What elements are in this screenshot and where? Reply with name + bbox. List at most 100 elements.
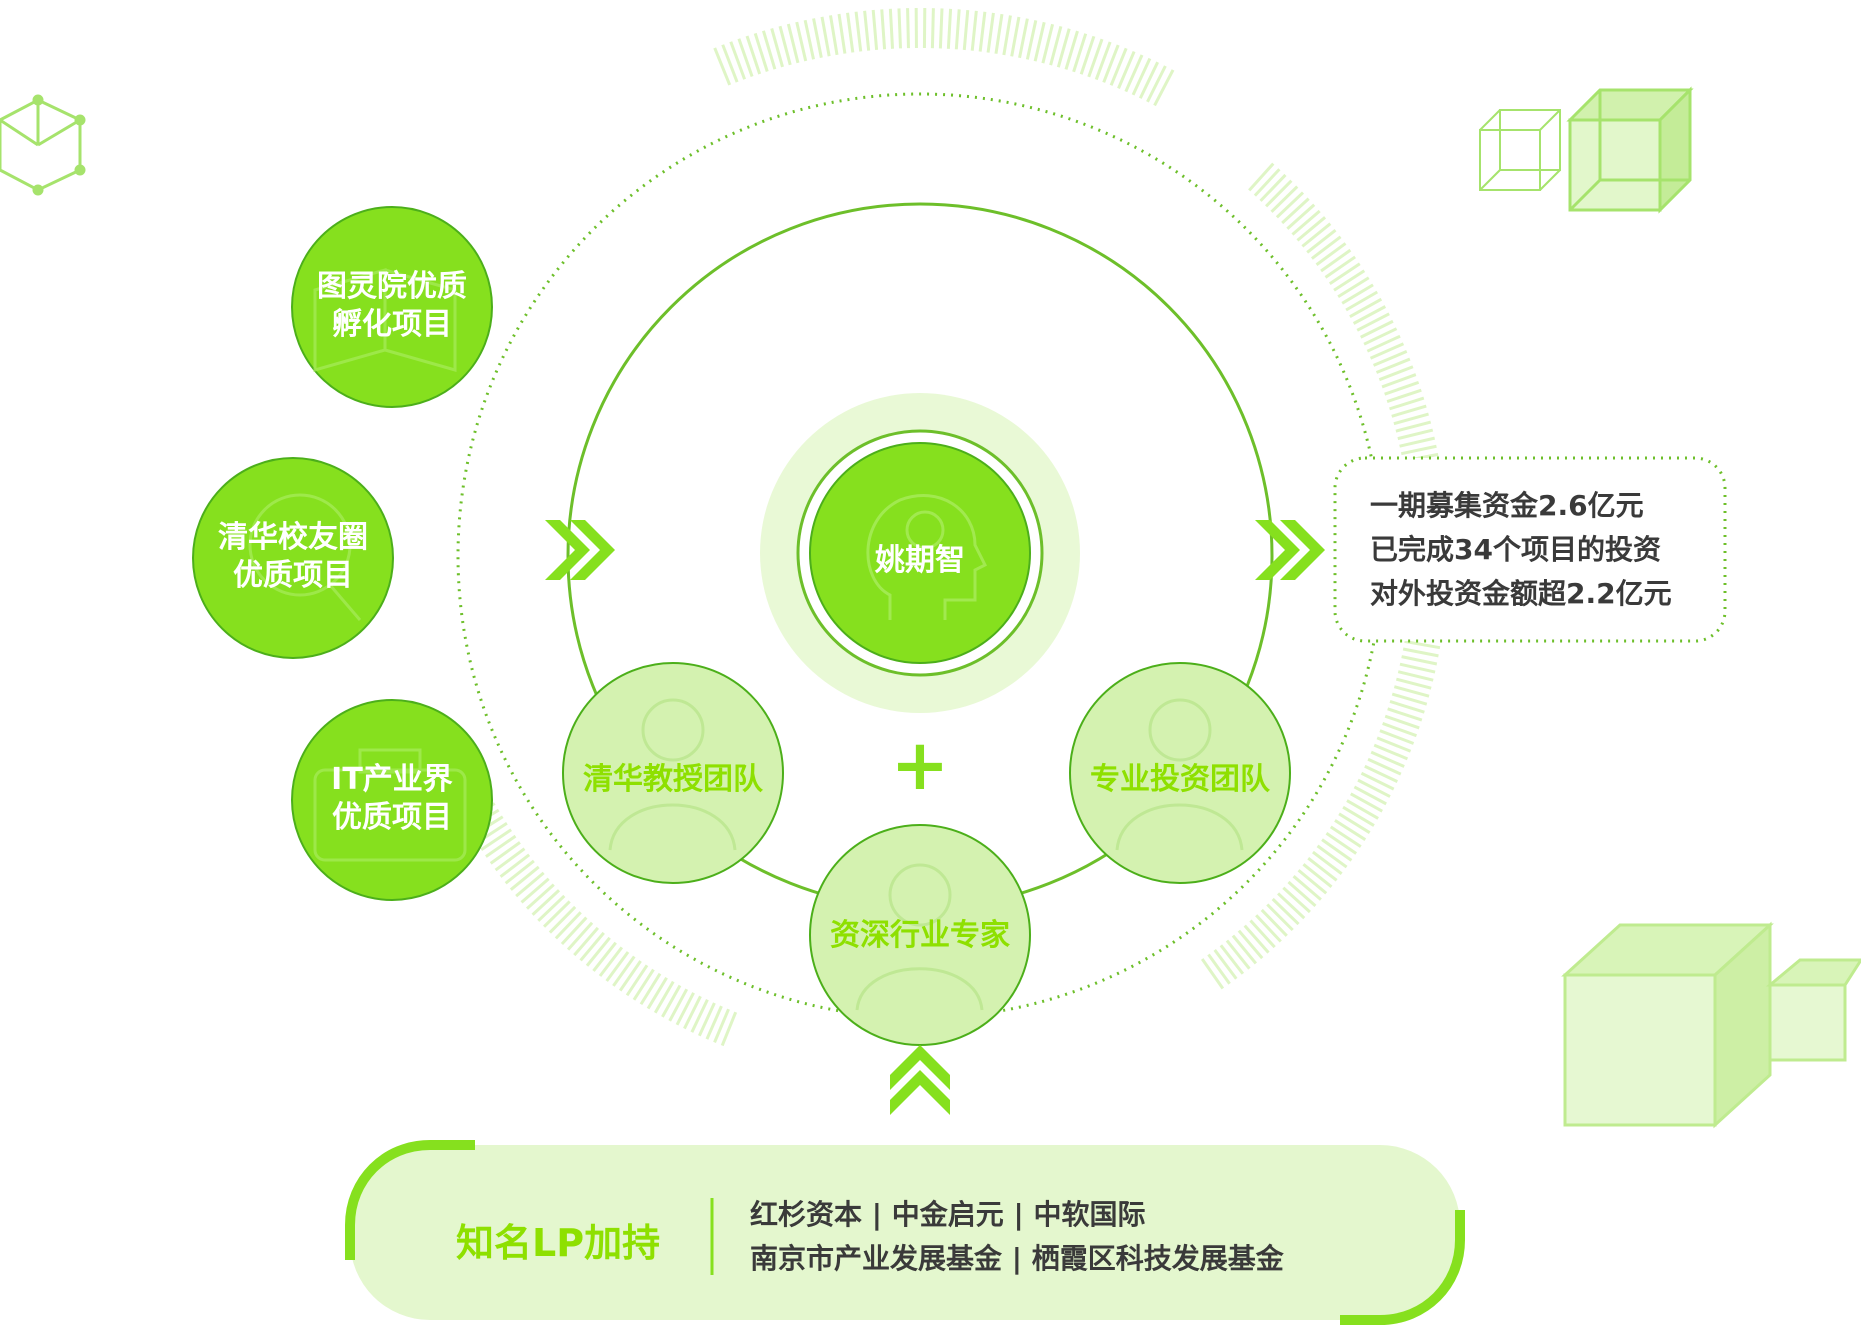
tick-mark [1401, 655, 1438, 666]
tick-mark [1025, 20, 1038, 60]
tick-mark [661, 984, 682, 1018]
project-node-tsinghua [192, 457, 394, 659]
tick-mark [812, 18, 823, 58]
tick-mark [1329, 825, 1362, 848]
tick-mark [605, 951, 630, 982]
project-label-line: 图灵院优质 [317, 269, 467, 304]
tick-mark [1402, 647, 1439, 658]
tick-mark [713, 1008, 730, 1043]
tick-mark [1124, 54, 1144, 93]
tick-mark [485, 834, 517, 858]
tick-mark [1146, 65, 1167, 103]
tick-mark [1357, 778, 1391, 798]
tick-mark [737, 38, 754, 78]
tick-mark [1376, 736, 1412, 753]
lp-line: 红杉资本 | 中金启元 | 中软国际 [750, 1198, 1146, 1231]
tick-mark [705, 1005, 723, 1040]
tick-mark [1350, 792, 1383, 813]
tick-mark [906, 8, 910, 49]
tick-mark [1306, 229, 1337, 254]
tick-mark [489, 841, 521, 865]
tick-mark [1315, 242, 1347, 266]
lp-line: 南京市产业发展基金 | 栖霞区科技发展基金 [750, 1242, 1284, 1275]
tick-mark [720, 1011, 738, 1047]
tick-mark [1338, 812, 1371, 834]
project-label-line: 孵化项目 [332, 307, 452, 342]
tick-mark [625, 964, 649, 997]
tick-mark [1102, 44, 1120, 83]
tick-mark [846, 12, 855, 53]
cube-icon-bottom-right-large [1561, 921, 1774, 1129]
tick-mark [1117, 50, 1136, 89]
tick-mark [1356, 312, 1390, 332]
tick-mark [554, 911, 582, 940]
tick-mark [829, 15, 839, 56]
tick-mark [863, 10, 871, 51]
tick-mark [1297, 869, 1328, 895]
cube-icon-bottom-right-small [1765, 958, 1861, 1062]
tick-mark [970, 10, 978, 51]
tick-mark [585, 936, 611, 967]
tick-mark [1266, 903, 1294, 932]
tick-mark [1391, 692, 1428, 706]
tick-mark [1384, 380, 1420, 396]
tick-mark [1292, 875, 1322, 901]
tick-mark [573, 926, 600, 957]
tick-mark [1296, 216, 1327, 242]
tick-mark [986, 12, 995, 53]
tick-mark [1342, 805, 1375, 827]
tick-mark [1389, 700, 1425, 714]
tick-mark [675, 992, 695, 1026]
tick-mark [1265, 179, 1293, 208]
tick-mark [1400, 444, 1437, 456]
tick-mark [962, 9, 970, 51]
tick-mark [1213, 949, 1238, 980]
tick-mark [1281, 197, 1310, 225]
tick-mark [1397, 428, 1434, 441]
tick-mark [1049, 26, 1063, 66]
tick-mark [946, 8, 953, 49]
tick-mark [1372, 350, 1408, 367]
tick-mark [504, 859, 535, 885]
project-label-it: IT产业界 优质项目 [292, 761, 492, 837]
tick-mark [1387, 707, 1423, 722]
tick-mark [1321, 838, 1353, 862]
tick-mark [1397, 670, 1434, 682]
project-label-line: 清华校友圈 [218, 520, 368, 555]
tick-mark [537, 894, 566, 922]
person-icon-left [608, 698, 737, 851]
tick-mark [1219, 944, 1245, 975]
tick-mark [1378, 365, 1414, 382]
plus-sign: + [890, 724, 950, 806]
project-label-line: IT产业界 [331, 762, 453, 797]
tick-mark [1287, 880, 1317, 907]
project-label-line: 优质项目 [233, 558, 353, 593]
tick-mark [1109, 47, 1128, 86]
cube-icon-top-left [0, 94, 86, 196]
tick-mark [1249, 919, 1276, 949]
chevron-right-icon-left [545, 520, 615, 580]
team-label-industry-experts: 资深行业专家 [830, 918, 1010, 953]
tick-mark [1353, 785, 1387, 806]
tick-mark [566, 921, 594, 951]
magnifier-icon [248, 493, 362, 621]
tick-mark [1271, 897, 1300, 926]
tick-mark [1270, 185, 1299, 213]
project-label-line: 优质项目 [332, 800, 452, 835]
lp-list: 红杉资本 | 中金启元 | 中软国际 南京市产业发展基金 | 栖霞区科技发展基金 [750, 1193, 1284, 1281]
tick-mark [592, 941, 617, 972]
tick-mark [837, 13, 847, 54]
tick-mark [1255, 914, 1282, 943]
tick-mark [1072, 33, 1088, 73]
person-icon-bottom [855, 863, 984, 1011]
tick-mark [1320, 248, 1352, 273]
tick-mark [668, 988, 689, 1022]
tick-mark [978, 11, 987, 52]
tick-mark [1087, 38, 1104, 78]
tick-mark [1337, 276, 1370, 299]
tick-mark [880, 9, 887, 50]
tick-mark [1010, 16, 1021, 57]
tick-mark [1002, 15, 1012, 56]
tick-mark [494, 847, 526, 872]
tick-mark [803, 19, 815, 60]
